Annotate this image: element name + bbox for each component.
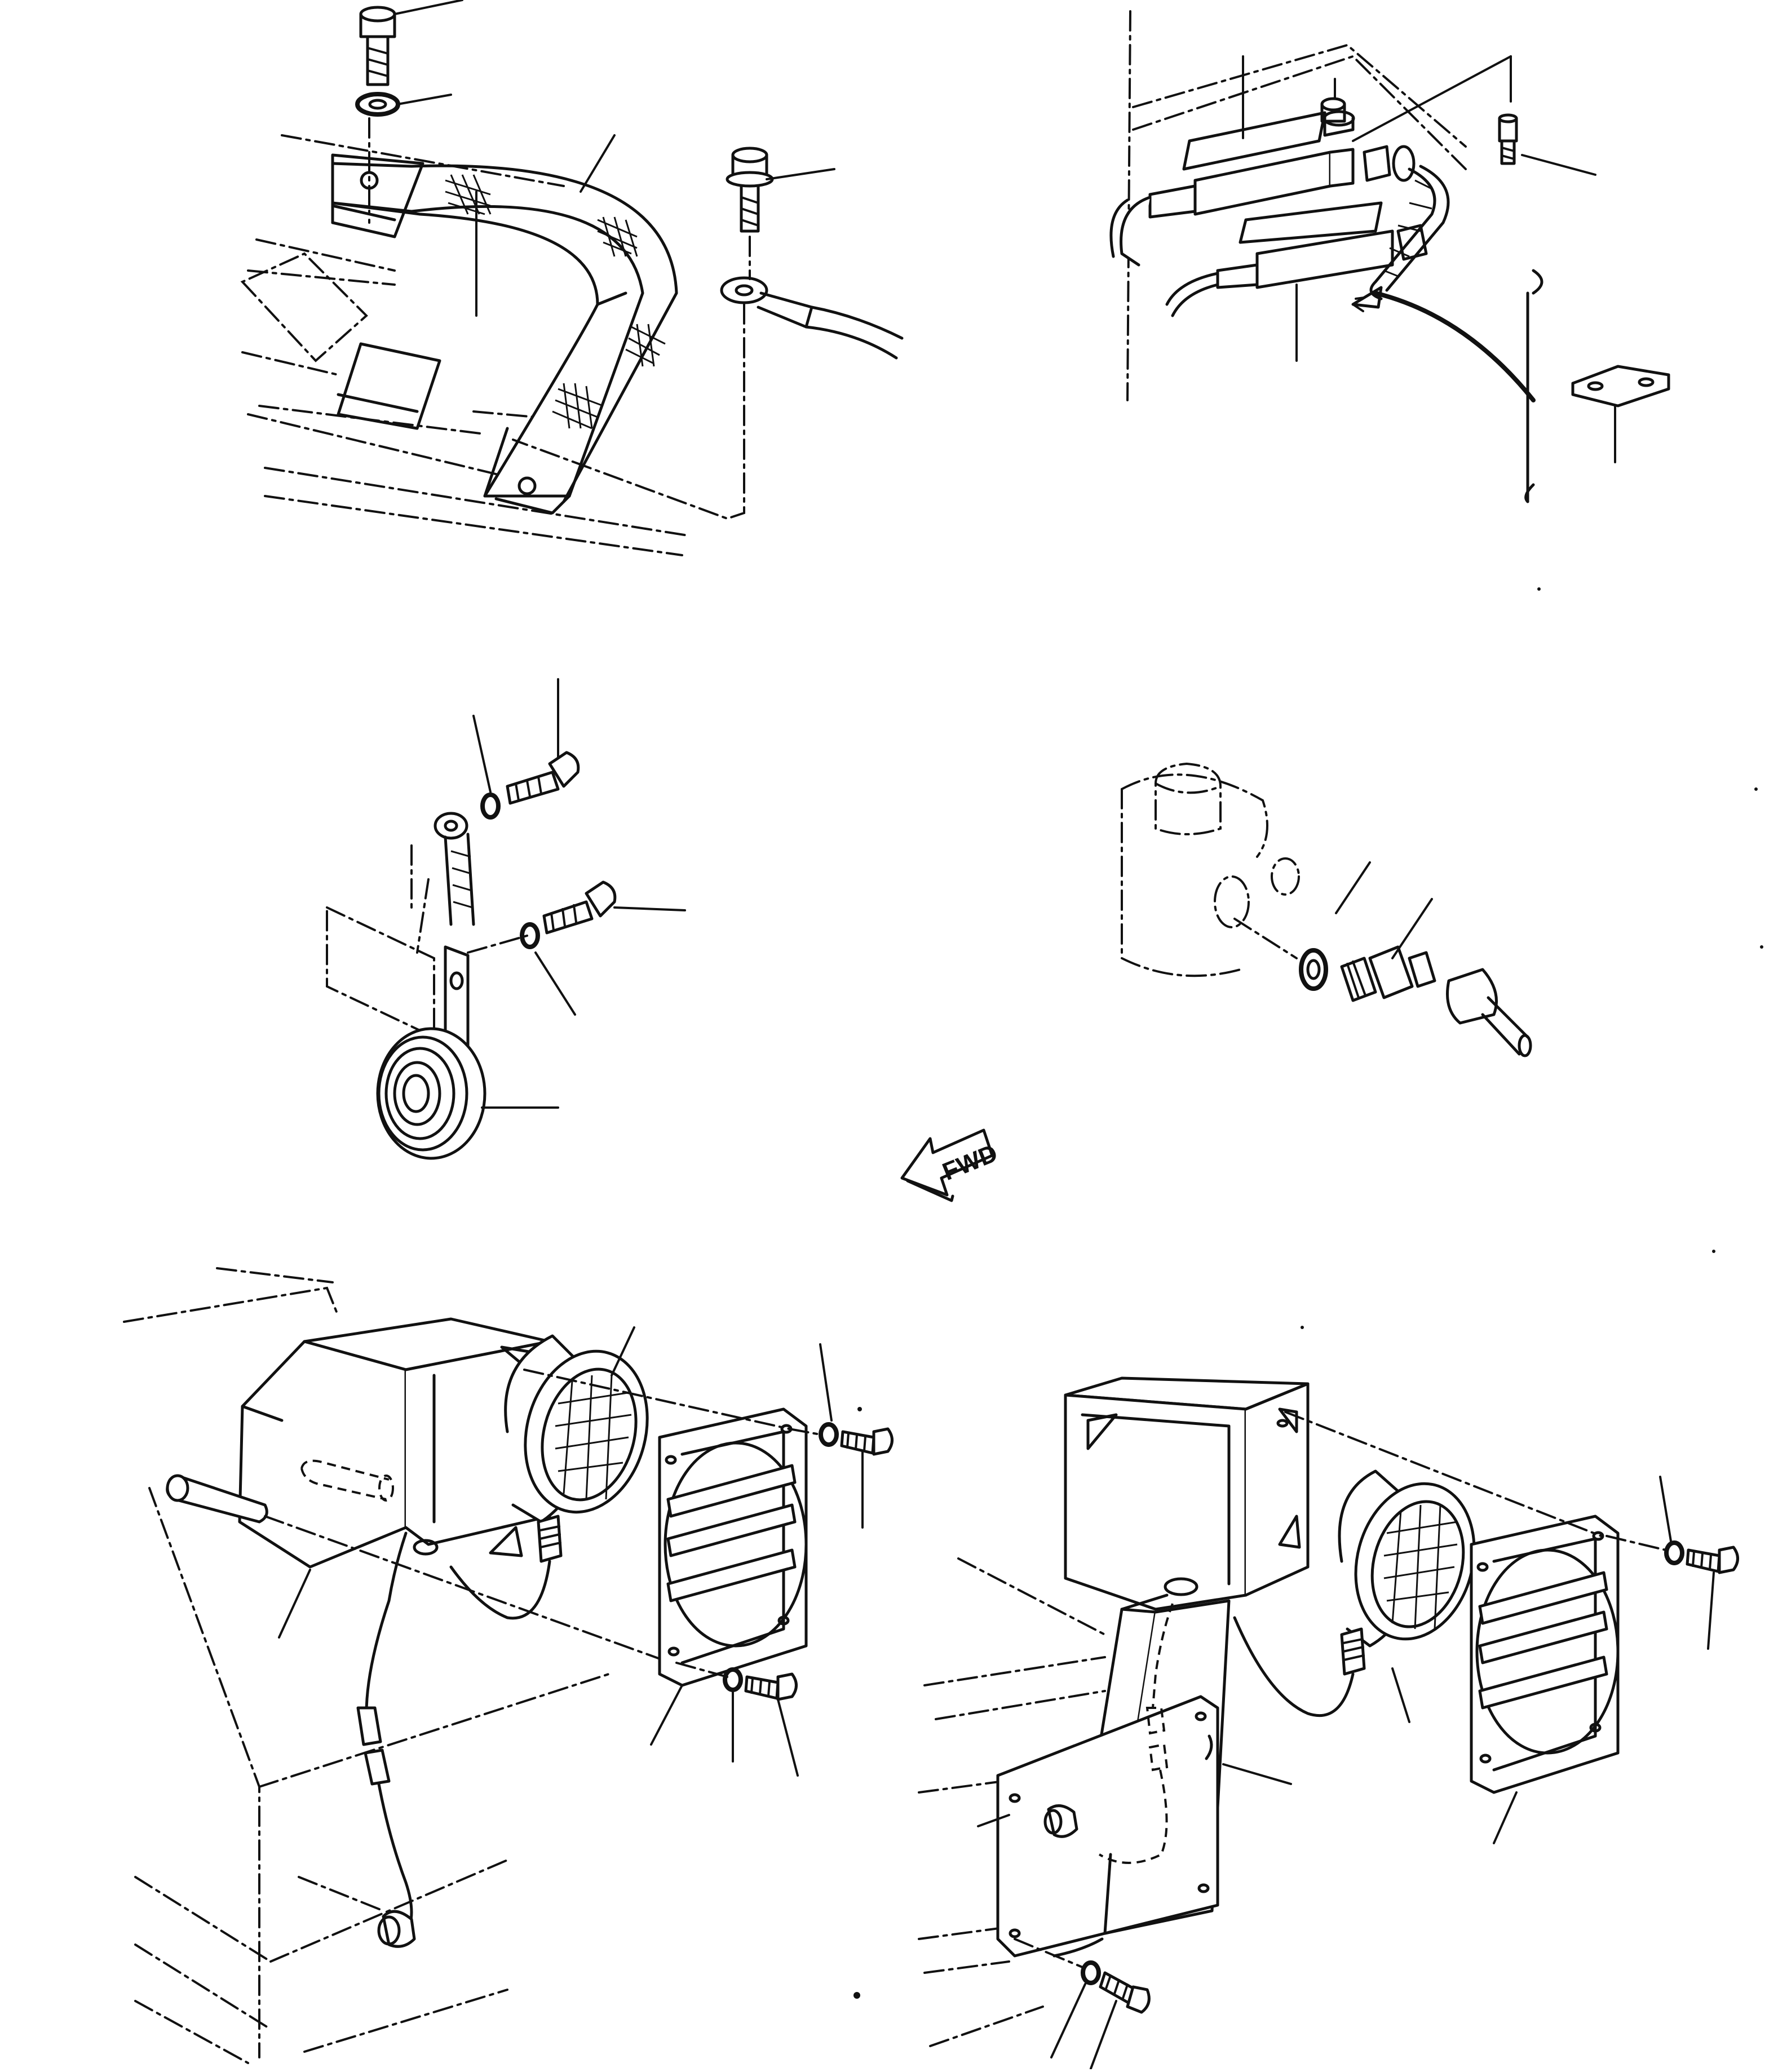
centerline (523, 1369, 790, 1430)
centerline (467, 935, 528, 954)
braid-pattern (445, 174, 666, 430)
scan-specks (853, 587, 1763, 1999)
fwd-arrow: FWD (900, 1128, 1001, 1202)
ring-terminal-cable (720, 276, 904, 360)
lamp-harness (356, 1531, 416, 1948)
cab-outline (123, 1267, 610, 2064)
ignition-coil-lower (1165, 201, 1428, 317)
horn-bracket-outline (326, 844, 435, 1039)
centerline (1605, 1535, 1667, 1551)
pressure-switch (1340, 945, 1436, 1002)
leader-lines (1242, 55, 1616, 463)
horn-bolt-lower (520, 880, 617, 949)
coil-gasket (1571, 365, 1670, 408)
leader-lines (472, 678, 686, 1109)
light-housing (238, 1317, 551, 1569)
centerline (675, 1662, 728, 1678)
light-guard (658, 1407, 808, 1687)
pressure-switch-assembly (1121, 762, 1532, 1057)
horn-wire (434, 812, 475, 926)
flange-bolt (726, 147, 774, 233)
leader-lines (393, 0, 835, 317)
lock-washer (355, 92, 400, 117)
horn-assembly (326, 678, 686, 1160)
leader-lines (278, 1326, 864, 1777)
base-plate (996, 1695, 1219, 1958)
ground-strap (331, 162, 678, 515)
guard-screw-lower (723, 1667, 798, 1701)
lamp-harness (1043, 1603, 1213, 1864)
left-work-light-assembly (123, 1267, 894, 2064)
guard-screw-upper (819, 1422, 894, 1456)
frame-outline (918, 1557, 1106, 2047)
centerline (788, 1428, 821, 1436)
centerline (1284, 1411, 1602, 1537)
firewall-outline (1126, 10, 1543, 503)
assembly-arrow (1351, 286, 1536, 402)
leader-lines (1335, 861, 1433, 959)
centerline (1014, 1938, 1083, 1968)
leader-lines (977, 1476, 1715, 2070)
guard-screw (1664, 1540, 1739, 1574)
right-work-light-assembly (918, 1376, 1739, 2070)
light-guard (1470, 1515, 1620, 1794)
strap-hole (518, 476, 537, 495)
lamp-lens-grid (1383, 1504, 1458, 1630)
centerline (416, 878, 430, 954)
ignition-coil-upper (1109, 110, 1416, 267)
lamp-lens-grid (555, 1375, 632, 1500)
sealing-washer (1299, 948, 1328, 991)
base-plate-screw (1081, 1960, 1151, 2014)
cap-screw (1320, 78, 1518, 165)
light-housing (1064, 1376, 1310, 1611)
ground-strap-assembly (240, 0, 904, 556)
ignition-coil-assembly (1109, 10, 1670, 503)
horn (376, 1027, 486, 1160)
switch-connector (1446, 968, 1532, 1057)
work-lamp (449, 1334, 649, 1620)
mounting-pad (331, 153, 441, 430)
horn-bolt-upper (480, 751, 580, 820)
engine-boss-outline (1121, 762, 1300, 977)
centerline (512, 303, 745, 520)
hex-bolt (359, 6, 396, 86)
